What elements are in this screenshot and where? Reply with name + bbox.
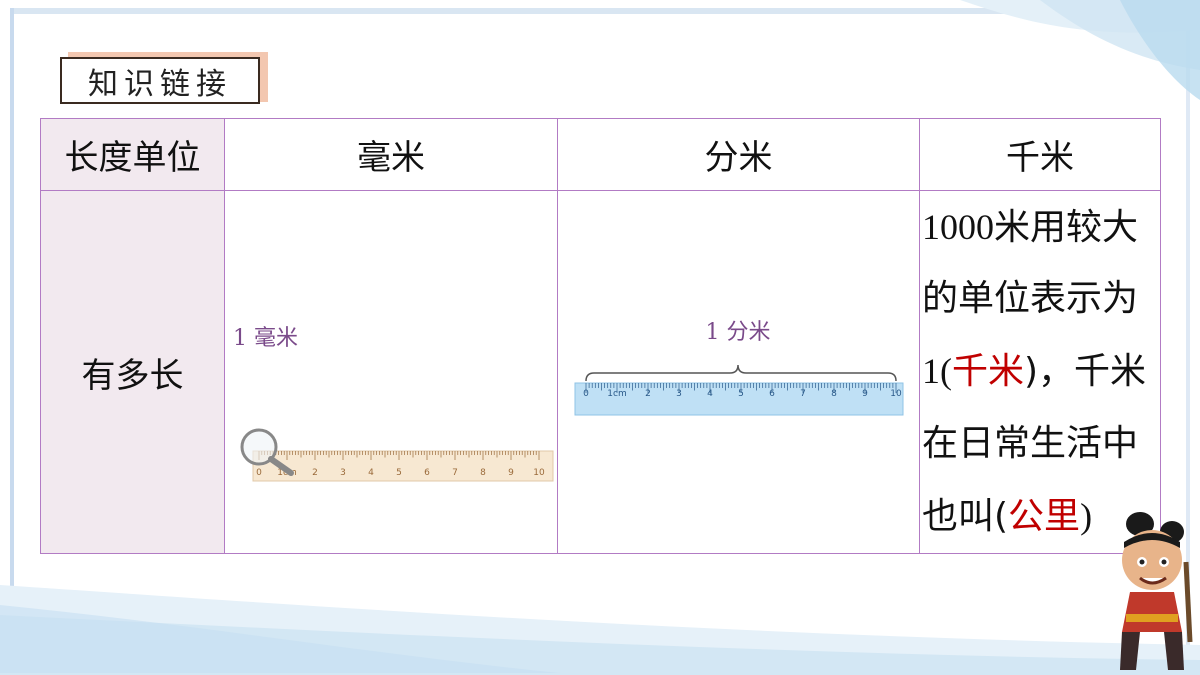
magnifier-icon <box>240 428 278 466</box>
frame-right-border <box>1186 8 1190 668</box>
cartoon-character-illustration <box>1120 512 1193 670</box>
dm-ruler-body <box>574 382 904 416</box>
dm-ruler-ticks <box>585 383 897 393</box>
ruler-tick-label: 6 <box>769 389 775 399</box>
magnifier-handle <box>268 456 294 476</box>
km-line-4: 在日常生活中 <box>922 423 1139 464</box>
table-row-length: 有多长 1 毫米 0 1cm 2 3 4 5 6 7 8 9 10 1 分米 <box>40 190 1161 554</box>
ruler-tick-label: 8 <box>831 389 837 399</box>
mm-ruler-body <box>252 450 554 482</box>
ruler-tick-label: 5 <box>396 468 402 478</box>
cell-decimeter: 1 分米 0 1cm 2 3 4 5 6 7 8 9 10 <box>557 190 920 554</box>
km-line-3: 1(千米)，千米 <box>922 335 1160 408</box>
header-kilometer: 千米 <box>919 118 1161 191</box>
ruler-tick-label: 1cm <box>607 389 626 399</box>
table-header-row: 长度单位 毫米 分米 千米 <box>40 118 1161 191</box>
ruler-tick-label: 0 <box>583 389 589 399</box>
ruler-tick-label: 2 <box>645 389 651 399</box>
title-tag: 知识链接 <box>60 57 260 104</box>
ruler-tick-label: 4 <box>707 389 713 399</box>
km-line-5-suffix: ) <box>1080 496 1093 536</box>
km-line-5-prefix: 也叫( <box>922 496 1009 537</box>
ruler-tick-label: 4 <box>368 468 374 478</box>
ruler-tick-label: 9 <box>862 389 868 399</box>
ruler-tick-label: 3 <box>676 389 682 399</box>
ruler-tick-label: 3 <box>340 468 346 478</box>
dm-brace <box>585 364 897 382</box>
decorative-wave-top-right <box>960 0 1200 100</box>
header-millimeter: 毫米 <box>224 118 558 191</box>
ruler-tick-label: 10 <box>533 468 545 478</box>
frame-left-border <box>10 8 14 668</box>
km-line-3-prefix: 1( <box>922 351 952 391</box>
km-line-2: 的单位表示为 <box>922 278 1139 319</box>
ruler-tick-label: 8 <box>480 468 486 478</box>
ruler-tick-label: 7 <box>800 389 806 399</box>
row-label-how-long: 有多长 <box>40 190 225 554</box>
ruler-tick-label: 10 <box>890 389 902 399</box>
mm-label: 1 毫米 <box>233 326 298 351</box>
answer-kilometer: 千米 <box>952 351 1025 392</box>
decorative-wave-bottom <box>0 585 1200 675</box>
km-line-3-suffix: )，千米 <box>1024 351 1147 392</box>
dm-ruler-tick-labels: 0 1cm 2 3 4 5 6 7 8 9 10 <box>583 389 902 399</box>
ruler-tick-label: 9 <box>508 468 514 478</box>
ruler-tick-label: 0 <box>256 468 262 478</box>
frame-top-border <box>12 8 1188 14</box>
ruler-tick-label: 6 <box>424 468 430 478</box>
ruler-tick-label: 7 <box>452 468 458 478</box>
km-line-1-text: 1000米用较大 <box>922 207 1139 247</box>
km-line-5: 也叫(公里) <box>922 480 1160 553</box>
ruler-tick-label: 5 <box>738 389 744 399</box>
cell-kilometer: 1000米用较大 的单位表示为 1(千米)，千米 在日常生活中 也叫(公里) <box>919 190 1161 554</box>
decimeter-ruler-illustration: 1 分米 0 1cm 2 3 4 5 6 7 8 9 10 <box>574 320 904 416</box>
header-row-label: 长度单位 <box>40 118 225 191</box>
ruler-tick-label: 2 <box>312 468 318 478</box>
km-line-1: 1000米用较大 <box>922 191 1160 263</box>
length-units-table: 长度单位 毫米 分米 千米 有多长 1 毫米 0 1cm 2 3 4 5 6 7 8 9 10 1 … <box>40 118 1161 554</box>
answer-gongli: 公里 <box>1008 496 1081 537</box>
dm-label: 1 分米 <box>706 320 771 345</box>
header-decimeter: 分米 <box>557 118 920 191</box>
kilometer-description: 1000米用较大 的单位表示为 1(千米)，千米 在日常生活中 也叫(公里) <box>920 191 1160 553</box>
